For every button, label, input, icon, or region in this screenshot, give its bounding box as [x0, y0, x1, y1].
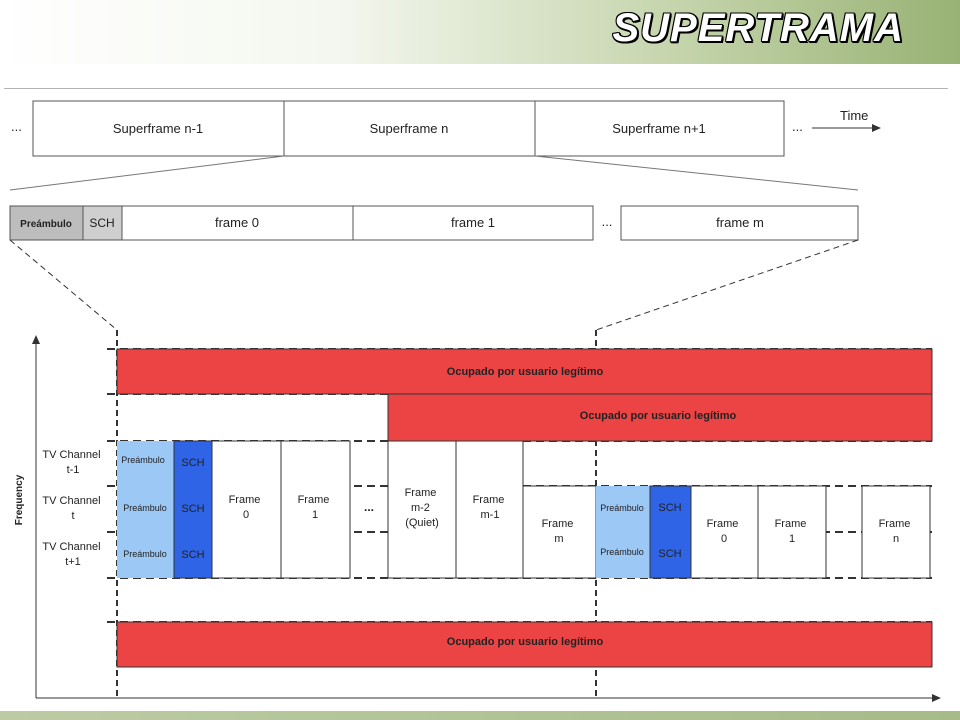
- header-divider: [4, 88, 948, 89]
- superframe-label: Superframe n+1: [612, 121, 706, 136]
- frame-0-column: [211, 440, 282, 579]
- frame-1-column: [280, 440, 351, 579]
- sch-label: SCH: [181, 457, 204, 469]
- preamble-label: Preámbulo: [600, 503, 644, 513]
- projection-line-right: [595, 239, 859, 331]
- superframe-n-plus-1-box: [534, 100, 785, 157]
- sch-label: SCH: [181, 549, 204, 561]
- frame-0-block: [121, 205, 354, 241]
- frame-label: Frame n: [879, 518, 914, 545]
- superframe-detail: Preámbulo SCH frame 0 frame 1 ... frame …: [9, 205, 859, 241]
- timeline-ellipsis-left: ...: [11, 119, 22, 134]
- preamble-label: Preámbulo: [20, 219, 72, 230]
- superframe-label: Superframe n-1: [113, 121, 203, 136]
- frame-0-column: [690, 485, 759, 579]
- preamble-label: Preámbulo: [600, 547, 644, 557]
- frequency-axis-label: Frequency: [14, 474, 25, 525]
- frame-label: frame m: [716, 215, 764, 230]
- preamble-label: Preámbulo: [123, 503, 167, 513]
- sch-column: [173, 440, 213, 579]
- superframe-timeline: ... Superframe n-1 Superframe n Superfra…: [11, 100, 881, 157]
- occupied-label: Ocupado por usuario legítimo: [447, 636, 604, 648]
- occupied-band-bottom: [116, 621, 933, 668]
- footer-strip: [0, 711, 960, 720]
- occupied-band-top: [116, 348, 933, 395]
- frame-label: Frame m-1: [473, 494, 508, 521]
- preamble-label: Preámbulo: [123, 549, 167, 559]
- sch-label: SCH: [181, 503, 204, 515]
- sch-label: SCH: [658, 548, 681, 560]
- time-label: Time: [840, 108, 868, 123]
- superframe-label: Superframe n: [370, 121, 449, 136]
- preamble-label: Preámbulo: [121, 455, 165, 465]
- sch-block: [82, 205, 123, 241]
- slide-title: SUPERTRAMA: [612, 6, 904, 50]
- detail-ellipsis: ...: [602, 214, 613, 229]
- preamble-column: [596, 486, 650, 578]
- frame-label: Frame m: [542, 518, 577, 545]
- frame-label: frame 1: [451, 215, 495, 230]
- frame-1-column: [757, 485, 827, 579]
- channel-label-t: TV Channel t: [42, 495, 103, 522]
- frame-quiet-label: Frame m-2 (Quiet): [405, 487, 440, 529]
- frame-label: Frame 0: [229, 494, 264, 521]
- superframe-n-box: [283, 100, 536, 157]
- preamble-block: [9, 205, 84, 241]
- sch-label: SCH: [89, 216, 114, 230]
- preamble-column: [117, 441, 174, 578]
- timeline-ellipsis-right: ...: [792, 119, 803, 134]
- frame-m-column: [522, 485, 597, 579]
- expansion-line-left: [9, 155, 285, 191]
- frame-m-minus-1-column: [455, 440, 524, 579]
- occupied-band-middle: [387, 393, 933, 442]
- channel-label-t-plus-1: TV Channel t+1: [42, 541, 103, 568]
- frames-ellipsis: ...: [364, 500, 374, 514]
- frame-m-block: [620, 205, 859, 241]
- frame-label: Frame 1: [775, 518, 810, 545]
- sch-label: SCH: [658, 502, 681, 514]
- frame-1-block: [352, 205, 594, 241]
- header-bar: [0, 0, 960, 64]
- projection-line-left: [9, 239, 118, 331]
- spectrum-view: Frequency TV Channel t-1 TV Channel t TV…: [14, 330, 941, 702]
- frame-m-minus-2-column: [387, 440, 457, 579]
- frame-n-column: [861, 485, 931, 579]
- frame-label: frame 0: [215, 215, 259, 230]
- occupied-label: Ocupado por usuario legítimo: [447, 366, 604, 378]
- expansion-line-right: [534, 155, 859, 191]
- frame-label: Frame 0: [707, 518, 742, 545]
- frame-label: Frame 1: [298, 494, 333, 521]
- channel-label-t-minus-1: TV Channel t-1: [42, 449, 103, 476]
- occupied-label: Ocupado por usuario legítimo: [580, 410, 737, 422]
- sch-column: [649, 485, 692, 579]
